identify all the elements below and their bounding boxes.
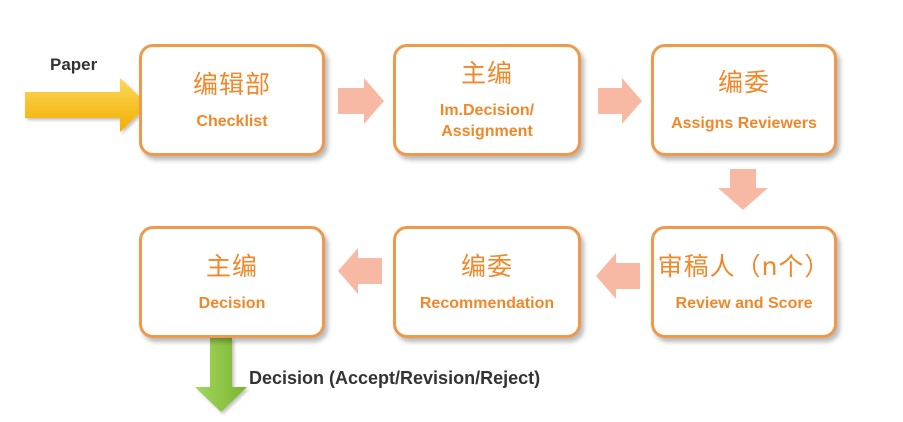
step-reviewers-box: 审稿人（n个） Review and Score xyxy=(651,226,837,338)
step-3-title: 编委 xyxy=(717,67,770,97)
step-editorial-board-recommendation-box: 编委 Recommendation xyxy=(393,226,581,338)
step-1-subtitle: Checklist xyxy=(196,112,268,130)
step-editorial-board-assign-box: 编委 Assigns Reviewers xyxy=(651,44,837,156)
arrow-right-1 xyxy=(338,78,384,124)
arrow-left-2 xyxy=(338,248,382,294)
arrow-down xyxy=(718,169,768,210)
step-3-subtitle: Assigns Reviewers xyxy=(671,114,817,132)
output-arrow xyxy=(195,338,247,412)
step-5-title: 编委 xyxy=(460,251,513,281)
step-2-subtitle-line-1: Im.Decision/ xyxy=(439,102,535,119)
arrow-right-2 xyxy=(598,78,642,124)
paper-label: Paper xyxy=(50,55,98,74)
arrow-left-1 xyxy=(596,253,640,299)
decision-output-label: Decision (Accept/Revision/Reject) xyxy=(249,368,541,388)
step-4-subtitle: Review and Score xyxy=(675,294,813,312)
step-5-subtitle: Recommendation xyxy=(419,294,555,312)
step-6-title: 主编 xyxy=(205,251,258,281)
step-chief-editor-assignment-box: 主编 Im.Decision/ Assignment xyxy=(393,44,581,156)
step-2-title: 主编 xyxy=(460,59,513,88)
step-6-subtitle: Decision xyxy=(198,294,266,312)
step-4-title: 审稿人（n个） xyxy=(657,251,831,281)
step-editorial-office-box: 编辑部 Checklist xyxy=(139,44,325,156)
step-chief-editor-decision-box: 主编 Decision xyxy=(139,226,325,338)
step-1-title: 编辑部 xyxy=(192,69,271,99)
step-2-subtitle-line-2: Assignment xyxy=(441,123,533,140)
input-arrow xyxy=(25,78,148,132)
